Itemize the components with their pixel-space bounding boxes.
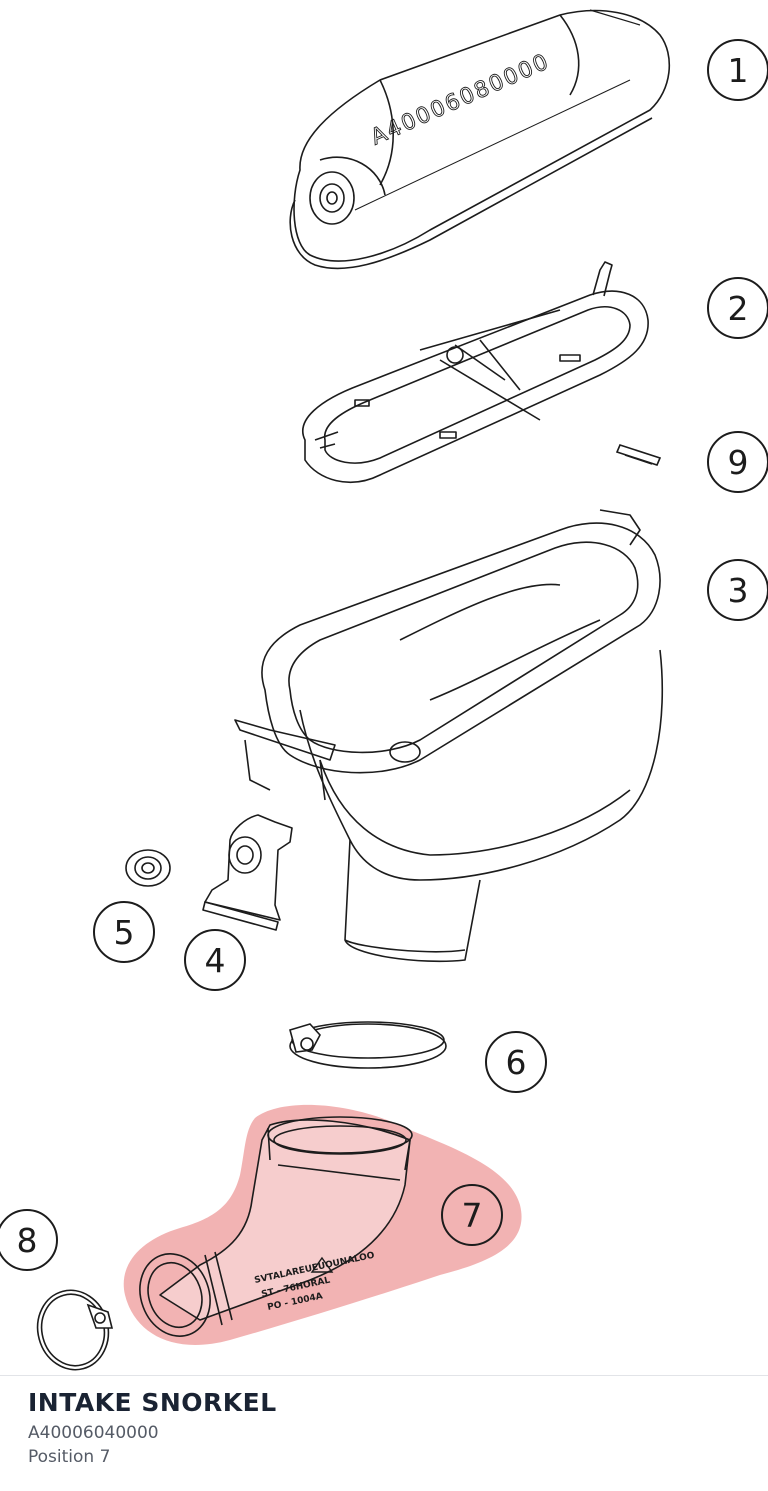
callout-label-grommet: 5 <box>114 913 135 952</box>
valve-bracket[interactable] <box>202 814 293 931</box>
callout-label-small-clip: 9 <box>728 443 749 482</box>
footer-divider <box>0 1375 768 1376</box>
callout-circle-filter-cage[interactable] <box>707 277 768 339</box>
callout-circle-hose-clamp-small[interactable] <box>0 1209 58 1271</box>
callout-circle-intake-snorkel[interactable] <box>441 1184 503 1246</box>
callout-label-hose-clamp-large: 6 <box>506 1043 527 1082</box>
filter-cage[interactable] <box>302 261 649 483</box>
callout-label-valve-bracket: 4 <box>205 941 226 980</box>
part-name: INTAKE SNORKEL <box>28 1388 277 1417</box>
part-number: A40006040000 <box>28 1423 159 1443</box>
callout-circle-small-clip[interactable] <box>707 431 768 493</box>
airbox[interactable] <box>234 509 664 963</box>
part-info-panel: INTAKE SNORKEL A40006040000 Position 7 <box>28 1388 748 1467</box>
callout-circle-hose-clamp-large[interactable] <box>485 1031 547 1093</box>
warning-triangle-icon <box>310 1256 334 1273</box>
callout-label-filter-cage: 2 <box>728 289 749 328</box>
callout-circle-grommet[interactable] <box>93 901 155 963</box>
airbox-cover[interactable] <box>289 9 671 270</box>
callout-label-cover: 1 <box>728 51 749 90</box>
hose-clamp-large[interactable] <box>289 1021 447 1069</box>
callout-group: 1 2 9 3 5 4 6 7 8 <box>0 39 768 1271</box>
callout-label-intake-snorkel: 7 <box>462 1196 483 1235</box>
callout-circle-valve-bracket[interactable] <box>184 929 246 991</box>
callout-circle-cover[interactable] <box>707 39 768 101</box>
intake-snorkel[interactable] <box>129 1116 413 1346</box>
hose-clamp-small[interactable] <box>29 1282 117 1375</box>
small-clip[interactable] <box>615 444 662 466</box>
callout-circle-airbox[interactable] <box>707 559 768 621</box>
grommet[interactable] <box>125 849 171 887</box>
exploded-parts-diagram: A40006080000 <box>0 9 768 1375</box>
callout-label-hose-clamp-small: 8 <box>17 1221 38 1260</box>
part-position: Position 7 <box>28 1447 111 1467</box>
callout-label-airbox: 3 <box>728 571 749 610</box>
